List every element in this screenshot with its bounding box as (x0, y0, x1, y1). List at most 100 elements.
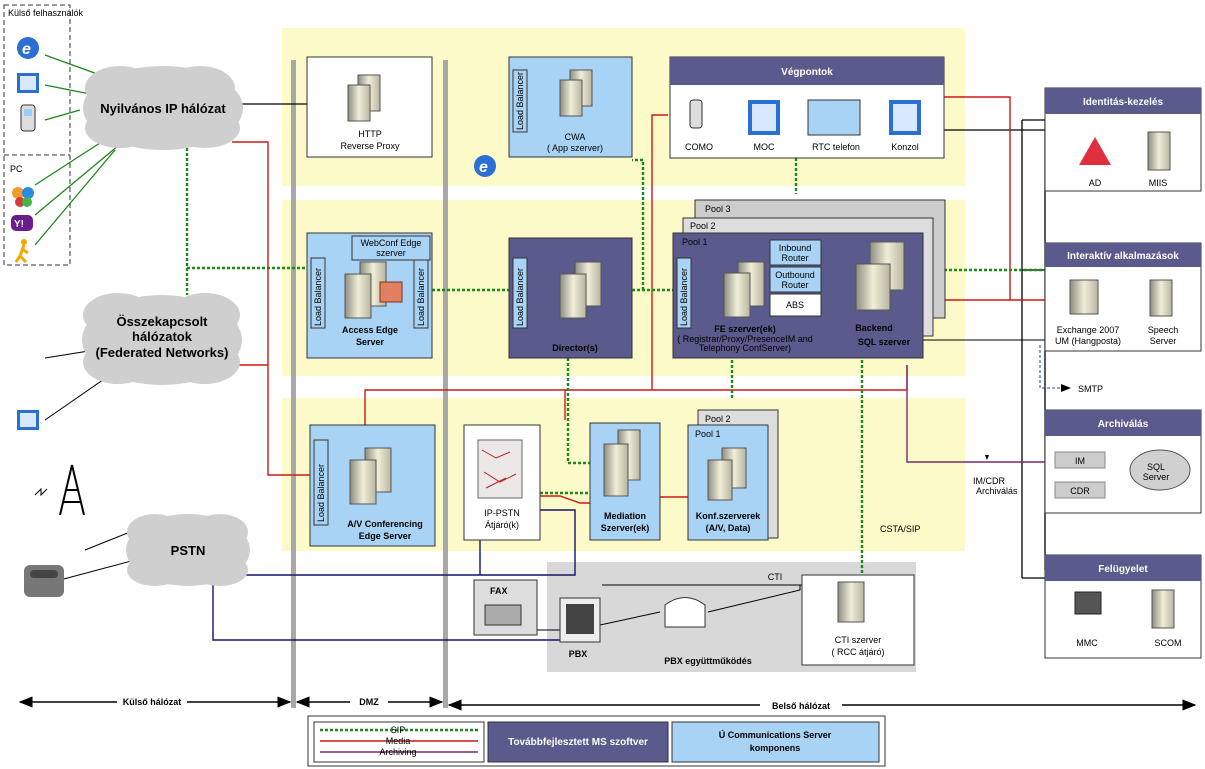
access-edge-server[interactable]: Load Balancer Load Balancer WebConf Edge… (306, 232, 433, 359)
conf-pool2-label: Pool 2 (705, 414, 731, 424)
ie-icon[interactable]: e (17, 37, 39, 59)
mediation-label-1: Mediation (604, 511, 646, 521)
legend-media: Media (386, 736, 411, 746)
exchange-label-1: Exchange 2007 (1057, 325, 1120, 335)
scom-label: SCOM (1155, 638, 1182, 648)
phones-icon (664, 597, 706, 628)
rtc-phone-box[interactable] (807, 99, 861, 136)
inbound-label-1: Inbound (779, 243, 812, 253)
aim-runner-icon[interactable] (14, 239, 29, 264)
legend: SIP Media Archiving Továbbfejlesztett MS… (307, 715, 886, 767)
mmc-label: MMC (1076, 638, 1098, 648)
zone-arrows (18, 696, 1197, 711)
interactive-title: Interaktív alkalmazások (1067, 251, 1179, 262)
ip-pstn-gateway[interactable]: IP-PSTN Átjáró(k) (463, 424, 541, 541)
archiving-title: Archiválás (1098, 419, 1149, 430)
pstn-label: PSTN (171, 543, 206, 558)
external-zone-label: Külső hálózat (123, 697, 182, 707)
yahoo-icon[interactable]: Y! (11, 215, 33, 231)
legend-archiving: Archiving (379, 747, 416, 757)
mobile-phone-icon[interactable] (20, 104, 36, 132)
cti-label-2: ( RCC átjáró) (831, 647, 884, 657)
mediation-server[interactable]: Mediation Szerver(ek) (589, 422, 661, 541)
cti-label-1: CTI szerver (835, 635, 882, 645)
fax-box[interactable]: FAX (473, 579, 538, 636)
exchange-label-2: UM (Hangposta) (1055, 336, 1121, 346)
fax-label: FAX (490, 586, 508, 596)
http-label-1: HTTP (358, 129, 382, 139)
legend-advanced: Továbbfejlesztett MS szoftver (508, 737, 648, 748)
mediation-label-2: Szerver(ek) (601, 523, 650, 533)
pool2-label: Pool 2 (690, 221, 716, 231)
director-server[interactable]: Load Balancer Director(s) (508, 237, 633, 359)
sql-label-2: Server (1143, 472, 1170, 482)
ad-label: AD (1089, 178, 1102, 188)
sql-label-1: SQL (1147, 462, 1165, 472)
konzol-label: Konzol (891, 142, 919, 152)
radio-tower-icon (34, 464, 85, 516)
access-lb-left: Load Balancer (313, 268, 323, 326)
msn-butterfly-icon[interactable] (12, 187, 34, 207)
dmz-pillar-left (291, 60, 296, 708)
http-label-2: Reverse Proxy (340, 141, 400, 151)
federated-cloud: Összekapcsolt hálózatok (Federated Netwo… (82, 293, 242, 385)
legend-sip: SIP (391, 725, 406, 735)
cti-line-label: CTI (768, 572, 783, 582)
monitoring-box[interactable]: Felügyelet MMC SCOM (1044, 554, 1202, 659)
access-label-1: Access Edge (342, 325, 398, 335)
external-users-label: Külső felhasználók (8, 8, 84, 18)
webconf-label-2: szerver (376, 248, 406, 258)
miis-icon (1147, 131, 1171, 171)
cti-server[interactable]: CTI szerver ( RCC átjáró) (801, 574, 915, 666)
cwa-label-2: ( App szerver) (547, 143, 603, 153)
federated-label-1: Összekapcsolt (116, 314, 208, 329)
konzol-icon[interactable] (889, 100, 921, 135)
moc-endpoint-icon[interactable] (748, 100, 780, 135)
smtp-label: SMTP (1078, 384, 1103, 394)
imcdr-arrow (985, 455, 989, 460)
archiving-box[interactable]: Archiválás IM CDR SQL Server (1044, 409, 1202, 514)
scom-icon (1151, 589, 1175, 629)
fe-label-2: ( Registrar/Proxy/PresenceIM and (677, 334, 813, 344)
pool-lb-label: Load Balancer (679, 268, 689, 326)
director-lb-label: Load Balancer (515, 268, 525, 326)
legend-new-1: Ú Communications Server (719, 729, 832, 740)
access-label-2: Server (356, 337, 385, 347)
pool1-fe-backend[interactable]: Pool 1 Load Balancer Inbound Router Outb… (672, 232, 924, 359)
federated-label-3: (Federated Networks) (96, 345, 229, 360)
av-label-2: Edge Server (359, 531, 412, 541)
interactive-apps-box[interactable]: Interaktív alkalmazások Exchange 2007 UM… (1044, 242, 1202, 352)
legend-new-2: komponens (750, 743, 801, 753)
pbx-zone-label: PBX együttműködés (664, 656, 752, 666)
access-lb-right: Load Balancer (416, 268, 426, 326)
conf-pool1-label: Pool 1 (695, 429, 721, 439)
ippstn-label-1: IP-PSTN (484, 508, 520, 518)
abs-label: ABS (786, 300, 804, 310)
conference-servers[interactable]: Pool 1 Konf.szerverek (A/V, Data) (687, 424, 769, 541)
como-icon[interactable] (689, 99, 703, 129)
ad-icon (1079, 137, 1111, 165)
cwa-ie-icon[interactable]: e (474, 155, 496, 177)
outbound-label-2: Router (781, 280, 808, 290)
outbound-label-1: Outbound (775, 270, 815, 280)
external-users-box (3, 4, 71, 266)
desk-phone-icon (24, 565, 64, 597)
federated-moc-icon[interactable] (17, 410, 39, 430)
endpoints-title: Végpontok (781, 67, 833, 78)
cwa-label-1: CWA (565, 132, 586, 142)
http-reverse-proxy[interactable]: HTTP Reverse Proxy (306, 56, 433, 158)
pool3-label: Pool 3 (705, 204, 731, 214)
public-ip-label: Nyilvános IP hálózat (100, 101, 226, 116)
cwa-server[interactable]: Load Balancer CWA ( App szerver) (508, 56, 633, 158)
public-ip-cloud: Nyilvános IP hálózat (83, 66, 243, 150)
moc-icon[interactable] (17, 73, 39, 93)
pbx-device[interactable]: PBX (559, 597, 601, 659)
identity-box[interactable]: Identitás-kezelés AD MIIS (1044, 87, 1202, 192)
av-conferencing-edge[interactable]: Load Balancer A/V Conferencing Edge Serv… (309, 424, 436, 547)
speech-label-2: Server (1150, 336, 1177, 346)
cwa-lb-label: Load Balancer (515, 72, 525, 130)
monitoring-title: Felügyelet (1098, 564, 1148, 575)
fe-label-3: Telephony ConfServer) (699, 343, 791, 353)
imcdr-label-2: Archiválás (976, 486, 1018, 496)
svg-text:e: e (479, 159, 488, 176)
